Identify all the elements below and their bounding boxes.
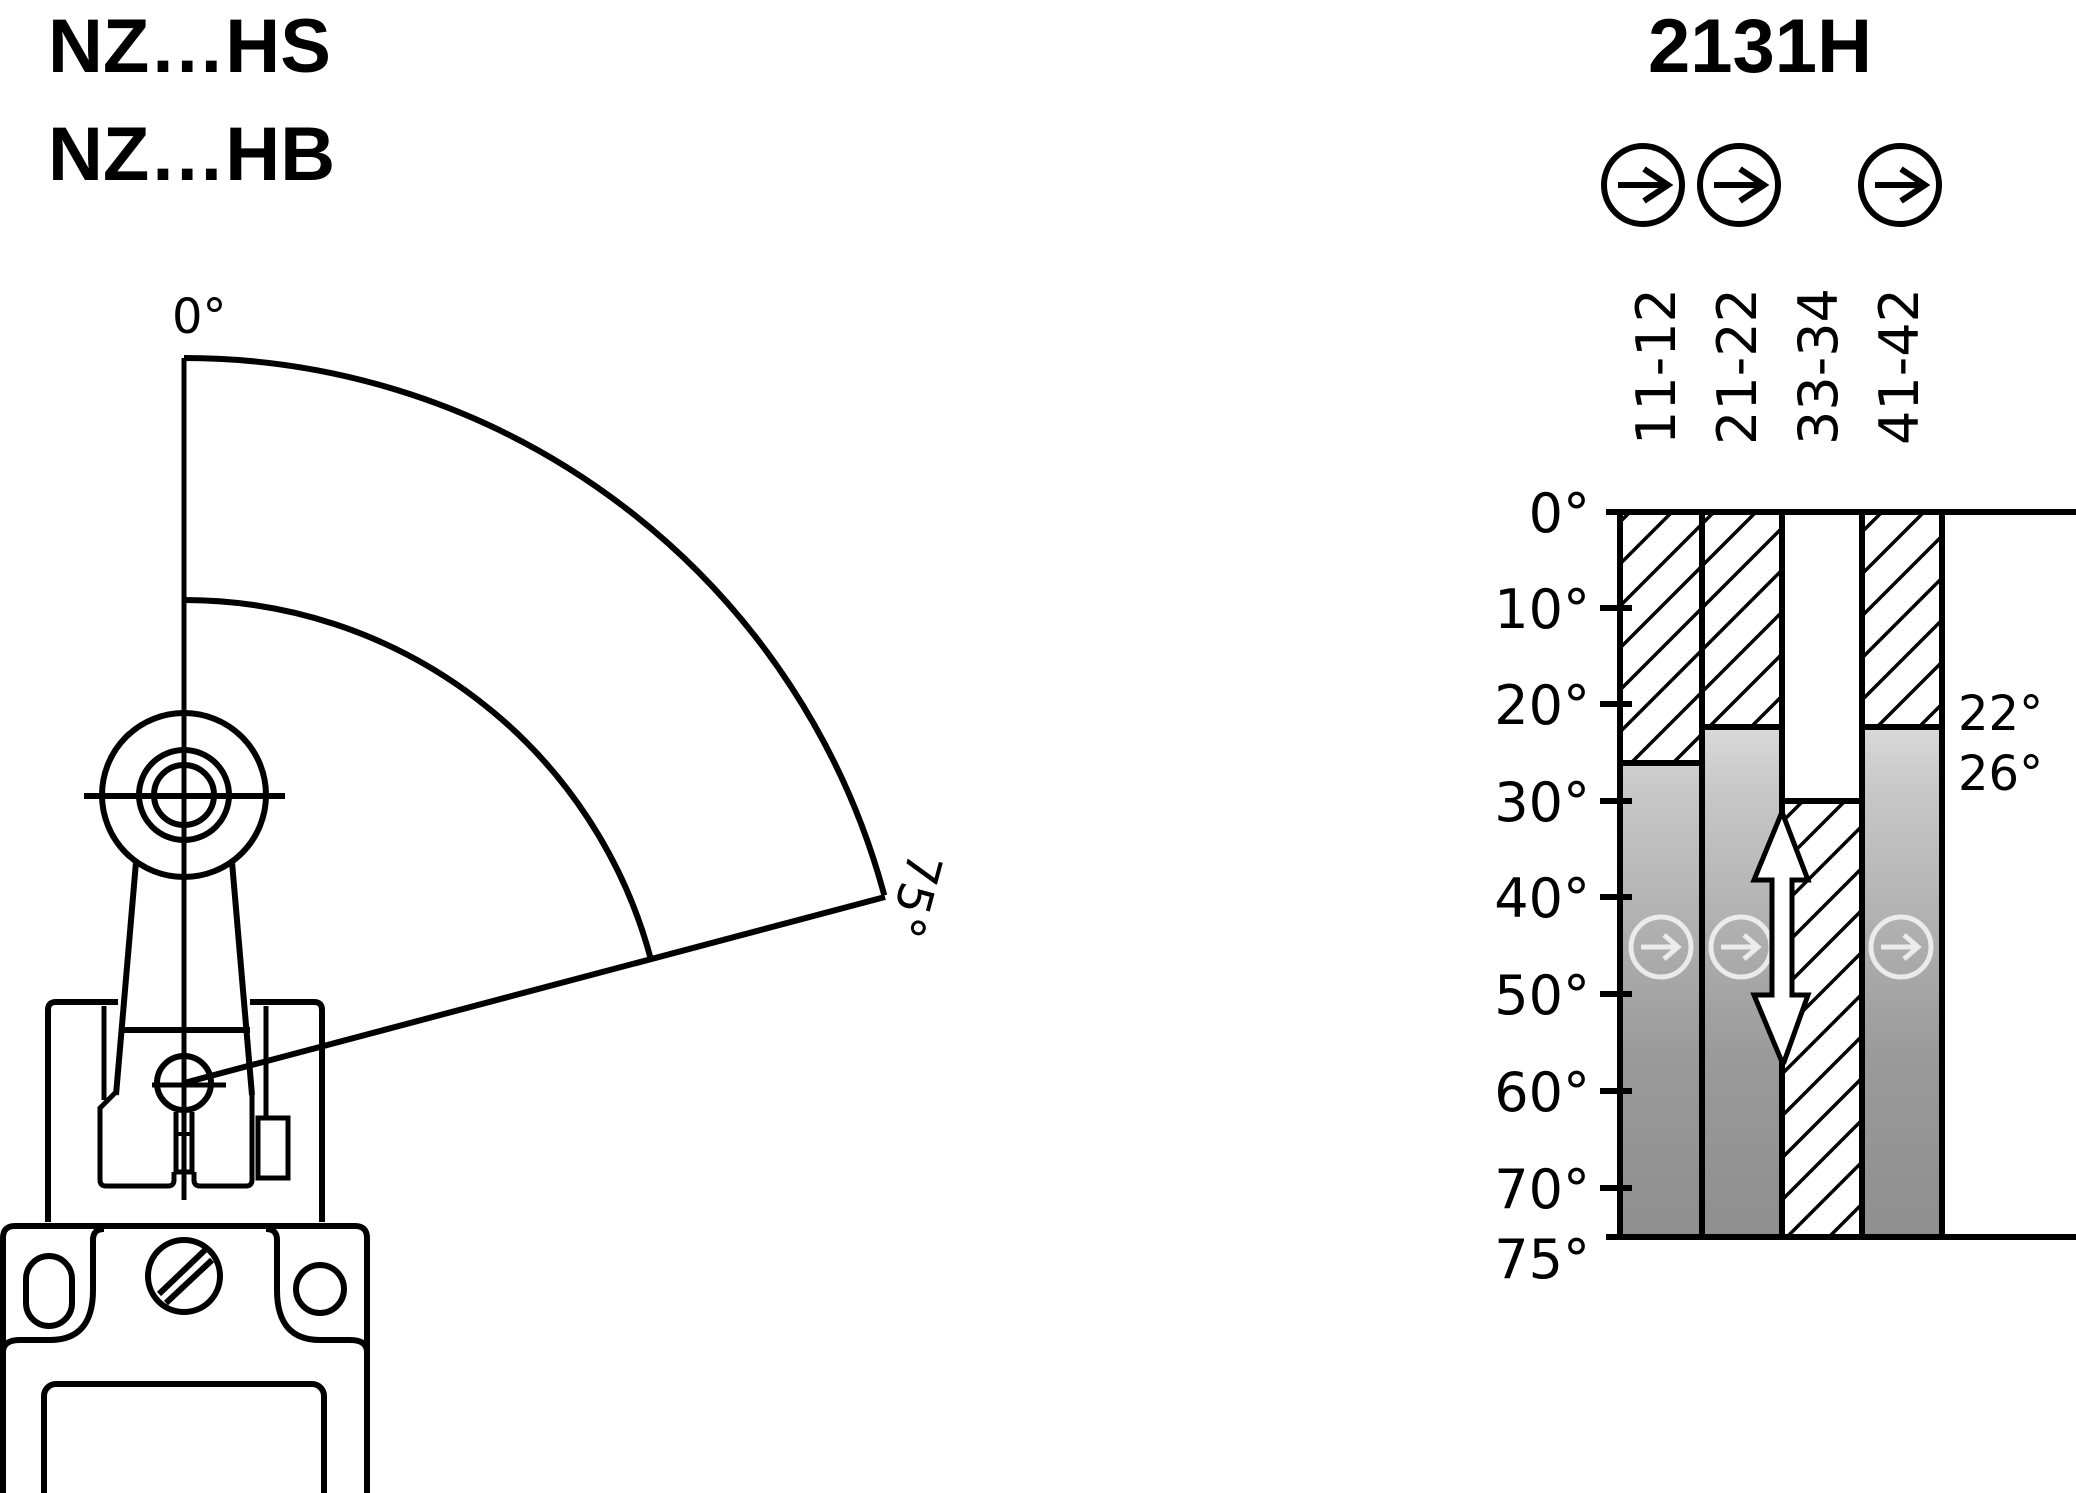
bar-11-12-closed — [1620, 512, 1702, 763]
lever-arm — [113, 861, 255, 1096]
tick-label: 70° — [1494, 1158, 1590, 1221]
model-title-hb: NZ…HB — [48, 112, 335, 197]
model-title-hs: NZ…HS — [48, 4, 331, 89]
tick-label: 10° — [1494, 578, 1590, 641]
tick-label: 60° — [1494, 1061, 1590, 1124]
travel-sector — [181, 355, 888, 1200]
bar-41-42-closed — [1862, 512, 1942, 727]
angle-end-label: 75° — [876, 847, 952, 944]
contact-label-33-34: 33-34 — [1787, 288, 1850, 445]
contact-label-21-22: 21-22 — [1706, 288, 1769, 445]
screw-icon — [145, 1237, 223, 1315]
degree-axis — [1600, 605, 1632, 1191]
tick-label: 40° — [1494, 867, 1590, 930]
marker-22: 22° — [1958, 686, 2043, 742]
tick-label: 50° — [1494, 964, 1590, 1027]
roller — [84, 710, 285, 880]
tick-label: 30° — [1494, 771, 1590, 834]
marker-26: 26° — [1958, 746, 2043, 802]
double-arrow-icon — [1750, 805, 1812, 1065]
contact-label-11-12: 11-12 — [1625, 288, 1688, 445]
contact-label-41-42: 41-42 — [1868, 288, 1931, 445]
contact-bars — [1606, 509, 2076, 1240]
tick-label: 75° — [1494, 1228, 1590, 1291]
tick-label: 20° — [1494, 674, 1590, 737]
switch-base — [0, 1223, 370, 1493]
positive-opening-icon — [1601, 143, 1685, 227]
positive-opening-icon — [1697, 143, 1781, 227]
positive-opening-icon — [1858, 143, 1942, 227]
tick-label: 0° — [1529, 482, 1590, 545]
diagram-title: 2131H — [1648, 4, 1872, 89]
switch-head — [45, 999, 325, 1222]
axis-labels: 0° 10° 20° 30° 40° 50° 60° 70° 75° — [1494, 482, 1590, 1291]
angle-start-label: 0° — [172, 289, 227, 345]
bar-21-22-closed — [1702, 512, 1782, 727]
